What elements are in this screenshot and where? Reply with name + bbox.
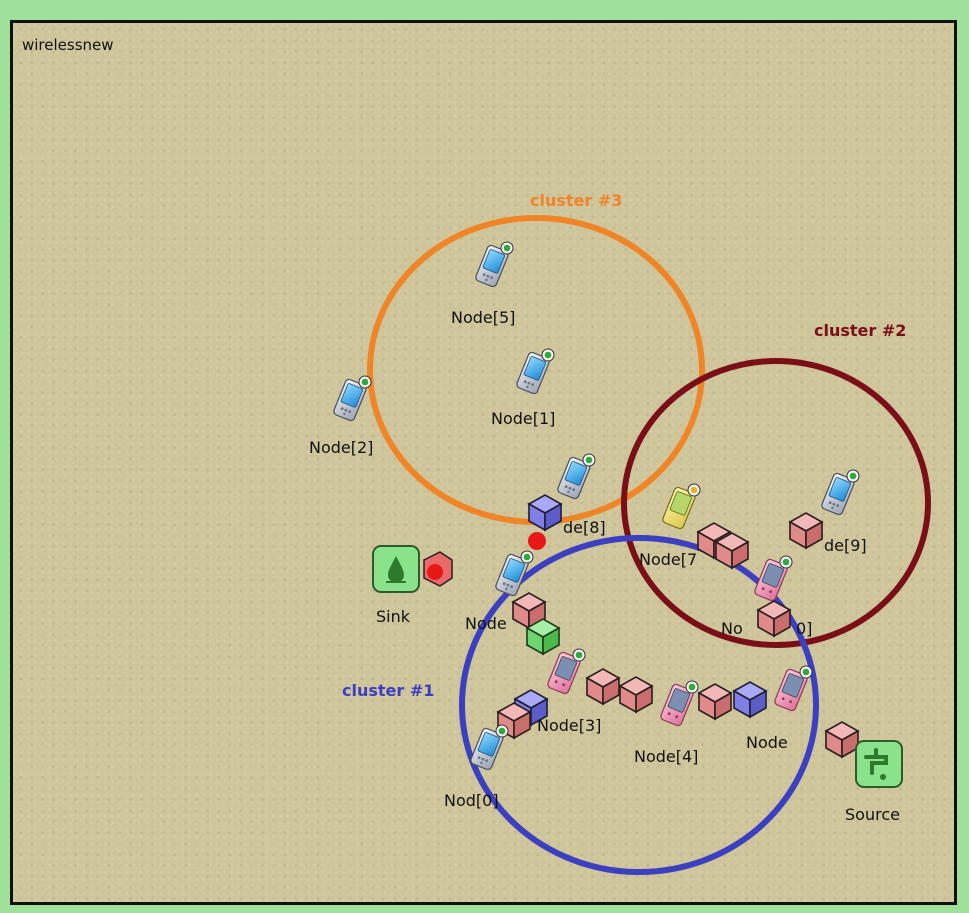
packet-icon [825, 721, 859, 758]
simulation-canvas [10, 20, 957, 905]
pda-icon [515, 348, 555, 396]
node-label: Node[3] [537, 716, 601, 735]
node-label: Node[4] [634, 747, 698, 766]
sink-label: Sink [376, 607, 411, 626]
packet-icon [789, 512, 823, 549]
node-label: Node [465, 614, 507, 633]
pda-icon [469, 724, 509, 772]
sink-drop-icon [388, 556, 404, 583]
message-dot [528, 532, 546, 550]
message-dot [427, 564, 443, 580]
pda-icon [820, 469, 860, 517]
packet-icon [619, 676, 653, 713]
packet-icon [733, 681, 767, 718]
node-label: 0] [796, 619, 812, 638]
node-label: Node[7 [639, 550, 697, 569]
node-7[interactable]: Node[7 [639, 483, 749, 569]
node-3[interactable]: Node[3] [497, 648, 653, 739]
pda-icon [661, 483, 701, 531]
pda-icon [474, 241, 514, 289]
node-label: Node[1] [491, 409, 555, 428]
packet-icon [586, 668, 620, 705]
node-0[interactable]: Nod[0] [444, 724, 509, 810]
source[interactable]: Source [845, 740, 903, 824]
pda-icon [753, 555, 793, 603]
node-8[interactable]: de[8] [528, 453, 606, 537]
node-label: Nod[0] [444, 791, 499, 810]
node-label: Node[5] [451, 308, 515, 327]
node-label: Node[2] [309, 438, 373, 457]
cluster-1-label: cluster #1 [342, 681, 434, 700]
node-6[interactable]: Node [465, 550, 560, 655]
cluster-2-ring [621, 358, 931, 648]
pda-icon [773, 665, 813, 713]
node-4[interactable]: Node[4] [634, 680, 767, 766]
node-10[interactable]: No 0] [721, 555, 812, 638]
node-9[interactable]: de[9] [789, 469, 867, 555]
node-label: No [721, 619, 743, 638]
node-11[interactable]: Node [746, 665, 859, 758]
cluster-3-label: cluster #3 [530, 191, 622, 210]
network-title: wirelessnew [22, 36, 114, 54]
pda-icon [546, 648, 586, 696]
cluster-1-ring [459, 535, 819, 875]
node-label: de[9] [824, 536, 867, 555]
source-label: Source [845, 805, 900, 824]
sink[interactable]: Sink [372, 545, 453, 626]
node-label: Node [746, 733, 788, 752]
node-5[interactable]: Node[5] [451, 241, 515, 327]
node-2[interactable]: Node[2] [309, 375, 373, 457]
pda-icon [659, 680, 699, 728]
packet-icon [698, 683, 732, 720]
pda-icon [556, 453, 596, 501]
cluster-2-label: cluster #2 [814, 321, 906, 340]
pda-icon [332, 375, 372, 423]
node-1[interactable]: Node[1] [491, 348, 555, 428]
node-label: de[8] [563, 518, 606, 537]
